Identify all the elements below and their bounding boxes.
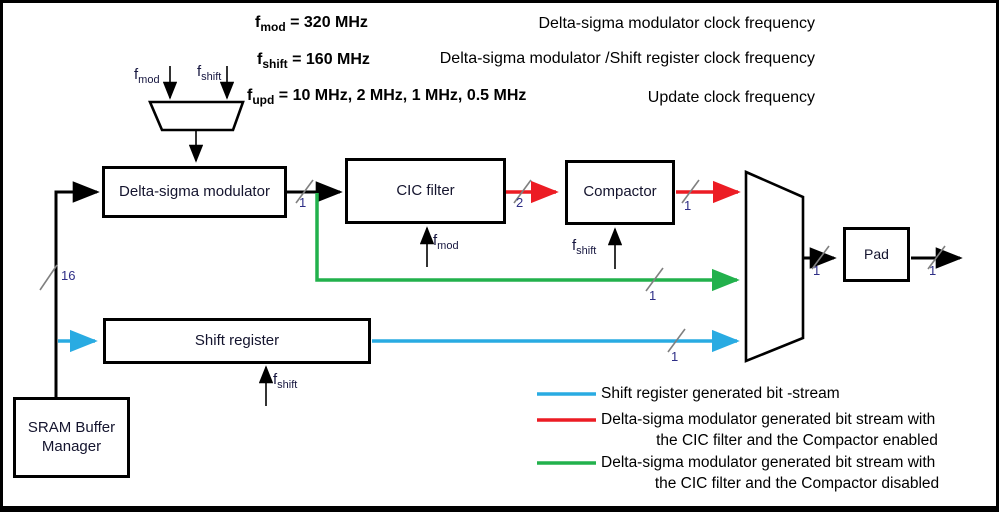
bus-width-dsm: 1 bbox=[299, 195, 307, 210]
legend-red-label-line2: the CIC filter and the Compactor enabled bbox=[656, 432, 938, 449]
sram-buffer-manager-block: SRAM Buffer Manager bbox=[13, 397, 130, 478]
bus-slash-blue bbox=[667, 328, 686, 353]
bus-slash-dsm bbox=[295, 179, 314, 204]
fshift-description: Delta-sigma modulator /Shift register cl… bbox=[439, 50, 815, 67]
compactor-fshift-pin-label: fshift bbox=[572, 237, 597, 257]
bus-width-blue: 1 bbox=[671, 349, 679, 364]
fmod-value: fmod = 320 MHz bbox=[255, 14, 368, 35]
delta-sigma-modulator-label: Delta-sigma modulator bbox=[119, 182, 270, 200]
pad-block: Pad bbox=[843, 227, 910, 282]
green-bypass-line bbox=[315, 193, 740, 292]
compactor-block: Compactor bbox=[565, 160, 675, 225]
output-mux-shape bbox=[744, 170, 805, 363]
bus-width-green: 1 bbox=[649, 288, 657, 303]
bus-width-sram: 16 bbox=[61, 268, 76, 283]
clock-mux-shape bbox=[148, 100, 245, 132]
delta-sigma-modulator-block: Delta-sigma modulator bbox=[102, 166, 287, 218]
legend-green-label-line2: the CIC filter and the Compactor disable… bbox=[654, 475, 940, 492]
sram-buffer-manager-label: SRAM Buffer Manager bbox=[27, 418, 116, 455]
bus-slash-compactor bbox=[681, 179, 700, 204]
fshift-value: fshift = 160 MHz bbox=[257, 51, 370, 72]
bus-slash-green bbox=[645, 267, 664, 292]
bus-slash-pad-out bbox=[927, 245, 946, 270]
shift-register-label: Shift register bbox=[194, 331, 280, 349]
cic-filter-label: CIC filter bbox=[396, 181, 455, 199]
bus-width-cic: 2 bbox=[516, 195, 524, 210]
bus-slash-mux-out bbox=[811, 245, 830, 270]
fupd-description: Update clock frequency bbox=[647, 89, 815, 106]
cic-fmod-pin-label: fmod bbox=[433, 232, 459, 252]
cic-filter-block: CIC filter bbox=[345, 158, 506, 224]
mux-fmod-pin-label: fmod bbox=[134, 66, 160, 86]
legend-red-label-line1: Delta-sigma modulator generated bit stre… bbox=[601, 411, 936, 428]
fupd-value: fupd = 10 MHz, 2 MHz, 1 MHz, 0.5 MHz bbox=[247, 87, 527, 108]
compactor-label: Compactor bbox=[583, 183, 657, 201]
bus-width-compactor: 1 bbox=[684, 198, 692, 213]
bus-width-mux-out: 1 bbox=[813, 263, 821, 278]
sram-to-dsm-line bbox=[54, 181, 100, 397]
bus-slash-sram bbox=[39, 264, 58, 291]
bus-width-pad-out: 1 bbox=[929, 263, 937, 278]
shift-register-block: Shift register bbox=[103, 318, 371, 364]
shiftreg-fshift-pin-label: fshift bbox=[273, 371, 298, 391]
mux-fshift-pin-label: fshift bbox=[197, 63, 222, 83]
fmod-description: Delta-sigma modulator clock frequency bbox=[538, 15, 815, 32]
legend-blue-label: Shift register generated bit -stream bbox=[601, 385, 840, 402]
legend-green-label-line1: Delta-sigma modulator generated bit stre… bbox=[601, 454, 936, 471]
bus-slash-cic bbox=[513, 179, 532, 204]
pad-label: Pad bbox=[864, 245, 889, 262]
